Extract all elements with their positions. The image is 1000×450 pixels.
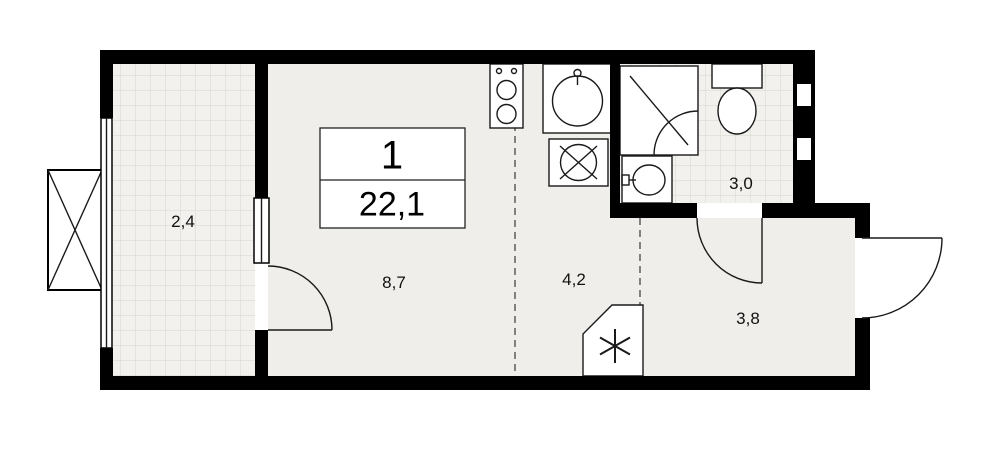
bathroom-door-arc: [696, 217, 763, 284]
wall-segment: [255, 64, 268, 198]
unit-number: 1: [380, 133, 404, 178]
fixtures: [489, 63, 763, 377]
wall-segment: [762, 203, 870, 218]
washbasin-icon: [621, 155, 673, 204]
balcony-door-arc: [267, 265, 333, 331]
wall-segment: [100, 50, 113, 118]
wall-segment: [610, 64, 620, 203]
cooktop-icon: [489, 63, 524, 129]
room-label-hall: 4,2: [562, 270, 586, 289]
balcony-window-icon: [100, 117, 113, 349]
wall-segment: [100, 50, 815, 64]
room-label-bathroom: 3,0: [729, 174, 753, 193]
room-label-balcony: 2,4: [171, 212, 195, 231]
windows: [47, 117, 270, 349]
walls: [100, 50, 870, 390]
wall-segment: [855, 318, 870, 376]
room-label-corridor: 3,8: [736, 309, 760, 328]
balcony-glazing-icon: [47, 169, 103, 291]
balcony-floor: [113, 64, 255, 376]
wall-segment: [855, 218, 870, 238]
vent-duct-opening: [797, 84, 811, 106]
wall-segment: [100, 376, 870, 390]
entrance-door-arc: [861, 237, 943, 319]
shower-icon: [619, 65, 699, 156]
corridor-floor: [610, 218, 855, 376]
vent-shaft: [793, 50, 815, 203]
room-label-living-room: 8,7: [382, 273, 406, 292]
crossed-sink-icon: [548, 138, 609, 187]
kitchen-sink-icon: [542, 63, 613, 134]
room-window-icon: [253, 197, 270, 264]
wall-segment: [100, 348, 113, 390]
vent-duct-opening: [797, 138, 811, 160]
toilet-icon: [711, 63, 763, 135]
doors: [267, 217, 943, 331]
unit-info-box: [319, 127, 466, 229]
wall-segment: [610, 203, 697, 218]
wall-segment: [255, 330, 268, 376]
unit-area: 22,1: [358, 185, 426, 224]
